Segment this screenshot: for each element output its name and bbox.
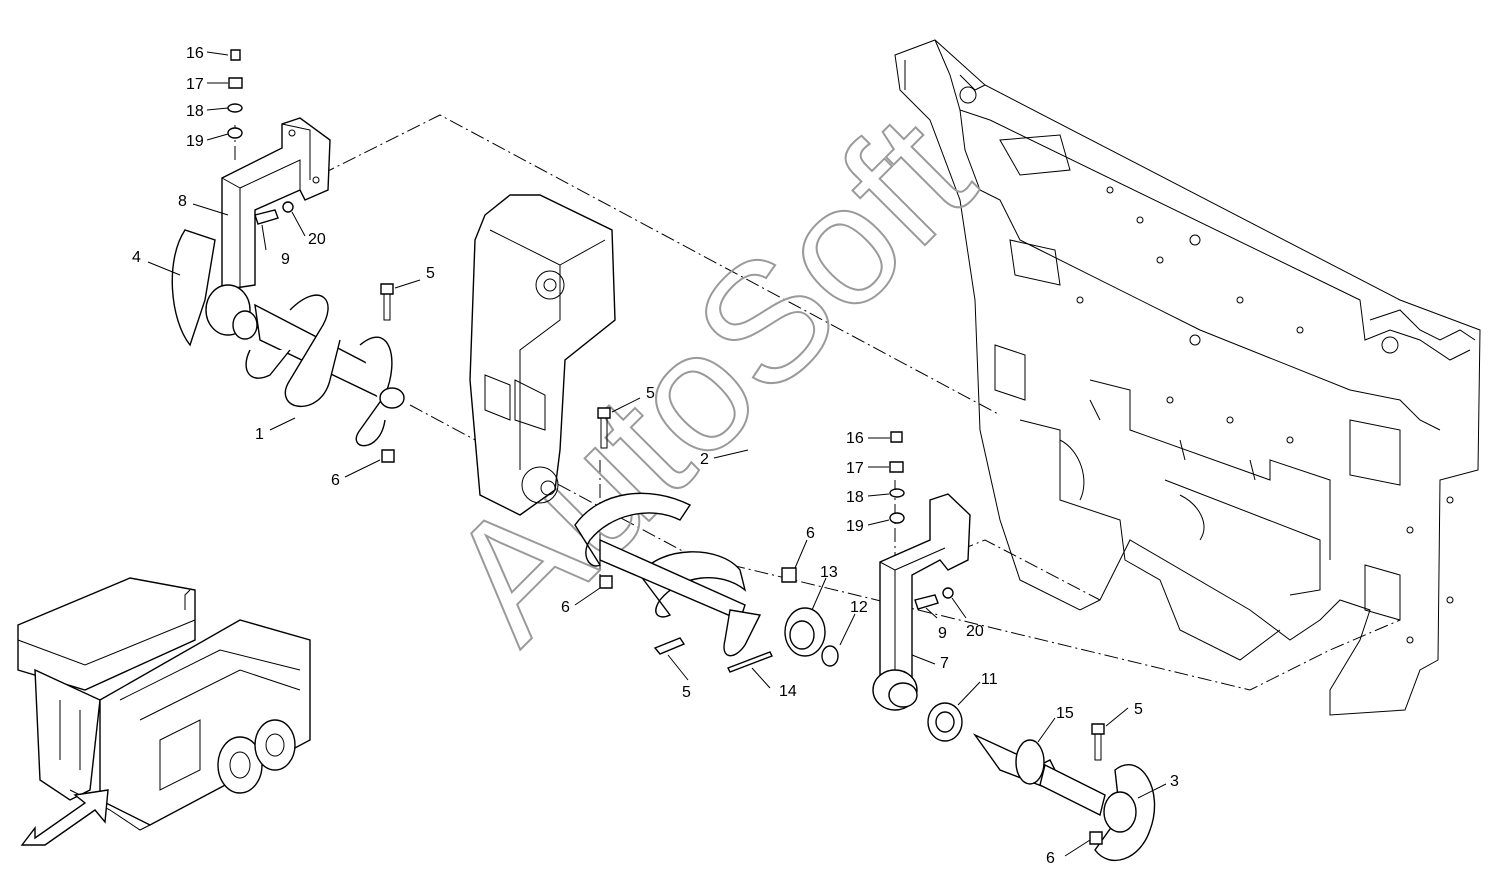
callout-20-left: 20: [308, 231, 326, 248]
view-direction-arrow-icon: [20, 789, 109, 846]
callout-11: 11: [981, 671, 998, 688]
callout-6-right: 6: [1046, 850, 1055, 867]
right-bracket-assembly: [872, 431, 971, 711]
callout-19-right: 19: [846, 518, 864, 535]
callout-20-right: 20: [966, 623, 984, 640]
leader-lines: [147, 51, 1167, 857]
callout-5-left: 5: [426, 265, 435, 282]
callout-5-right: 5: [1134, 701, 1143, 718]
callout-3: 3: [1170, 773, 1179, 790]
callout-4: 4: [132, 249, 141, 266]
callout-2: 2: [700, 451, 709, 468]
callout-5-lower: 5: [682, 684, 691, 701]
bearing-group: [653, 567, 839, 673]
machine-thumbnail: [17, 577, 311, 831]
callout-16-left: 16: [186, 45, 204, 62]
callout-18-right: 18: [846, 489, 864, 506]
callout-9-left: 9: [281, 251, 290, 268]
callout-17-left: 17: [186, 76, 204, 93]
callout-12: 12: [850, 599, 868, 616]
center-auger: [574, 407, 762, 657]
gearbox-housing: [469, 194, 616, 516]
callout-17-right: 17: [846, 460, 864, 477]
right-end-assembly: [927, 702, 1156, 861]
callout-labels: 16 17 18 19 8 4 9 20 5 1 6 5 2 6 6 13 12…: [132, 45, 1179, 867]
callout-15: 15: [1056, 705, 1074, 722]
machine-frame: [894, 39, 1481, 716]
callout-19-left: 19: [186, 133, 204, 150]
callout-6-bearing: 6: [806, 525, 815, 542]
callout-18-left: 18: [186, 103, 204, 120]
callout-14: 14: [779, 683, 797, 700]
callout-7: 7: [940, 655, 949, 672]
callout-8: 8: [178, 193, 187, 210]
callout-16-right: 16: [846, 430, 864, 447]
callout-6-center: 6: [561, 599, 570, 616]
callout-13: 13: [820, 564, 838, 581]
callout-1: 1: [255, 426, 264, 443]
callout-6-left: 6: [331, 472, 340, 489]
callout-5-center: 5: [646, 385, 655, 402]
callout-9-right: 9: [938, 625, 947, 642]
left-auger-assembly: [171, 49, 405, 463]
